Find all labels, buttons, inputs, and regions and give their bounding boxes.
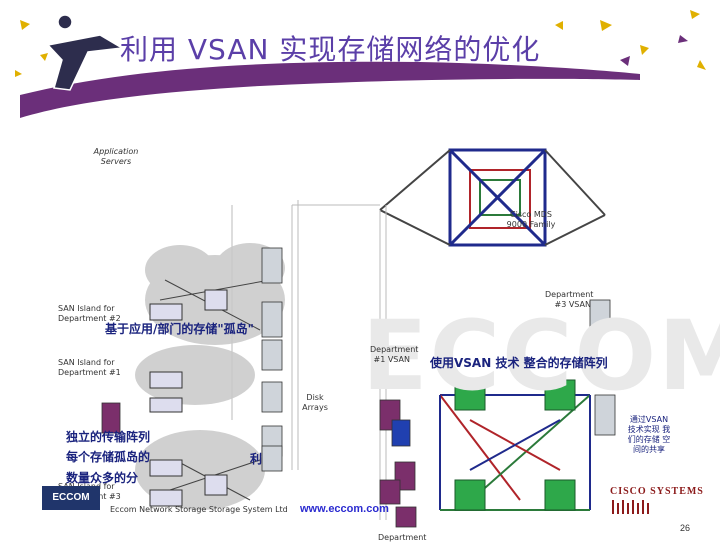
san-cloud-1: [135, 345, 255, 405]
annotation-each-island: 每个存储孤岛的: [66, 450, 151, 464]
confetti-decoration: [15, 10, 706, 77]
label-department-bottom: Department: [378, 533, 427, 542]
label-san-island-2: SAN Island for Department #2: [58, 304, 121, 323]
watermark: ECCOM: [362, 300, 720, 412]
label-disk-arrays: Disk Arrays: [302, 393, 328, 412]
label-dept3-vsan: Department #3 VSAN: [545, 290, 594, 309]
footer-url[interactable]: www.eccom.com: [300, 503, 389, 515]
disk-array-icons: [261, 247, 616, 472]
purple-swoosh: [20, 61, 640, 118]
mds-fabric: [379, 148, 606, 247]
blue-server-icons: [391, 419, 411, 447]
skier-figure-icon: [46, 14, 125, 91]
footer-company: Eccom Network Storage Storage System Ltd: [110, 505, 288, 514]
label-dept1-vsan: Department #1 VSAN: [370, 345, 419, 364]
cisco-bars-icon: [612, 500, 649, 514]
label-san-island-1: SAN Island for Department #1: [58, 358, 121, 377]
fc-switch-icons: [149, 289, 228, 507]
page-number: 26: [680, 523, 691, 533]
label-application-servers: Application Servers: [93, 147, 139, 166]
vsan-switch-icons: [454, 379, 576, 511]
page-title: 利用 VSAN 实现存储网络的优化: [120, 33, 541, 66]
annotation-independent: 独立的传输阵列: [66, 430, 151, 444]
annotation-util: 利: [250, 452, 263, 466]
annotation-vsan-note: 通过VSAN 技术实现 我们的存储 空间的共享: [627, 415, 671, 454]
annotation-silo: 基于应用/部门的存储"孤岛": [105, 322, 254, 336]
eccom-logo: ECCOM: [42, 486, 100, 510]
vertical-bus-lines: [231, 200, 387, 520]
label-cisco-mds: Cisco MDS 9000 Family: [506, 210, 556, 229]
annotation-scattered: 数量众多的分: [66, 471, 139, 485]
annotation-consolidated: 使用VSAN 技术 整合的存储阵列: [430, 356, 608, 370]
cisco-logo: CISCO SYSTEMS: [610, 486, 704, 497]
